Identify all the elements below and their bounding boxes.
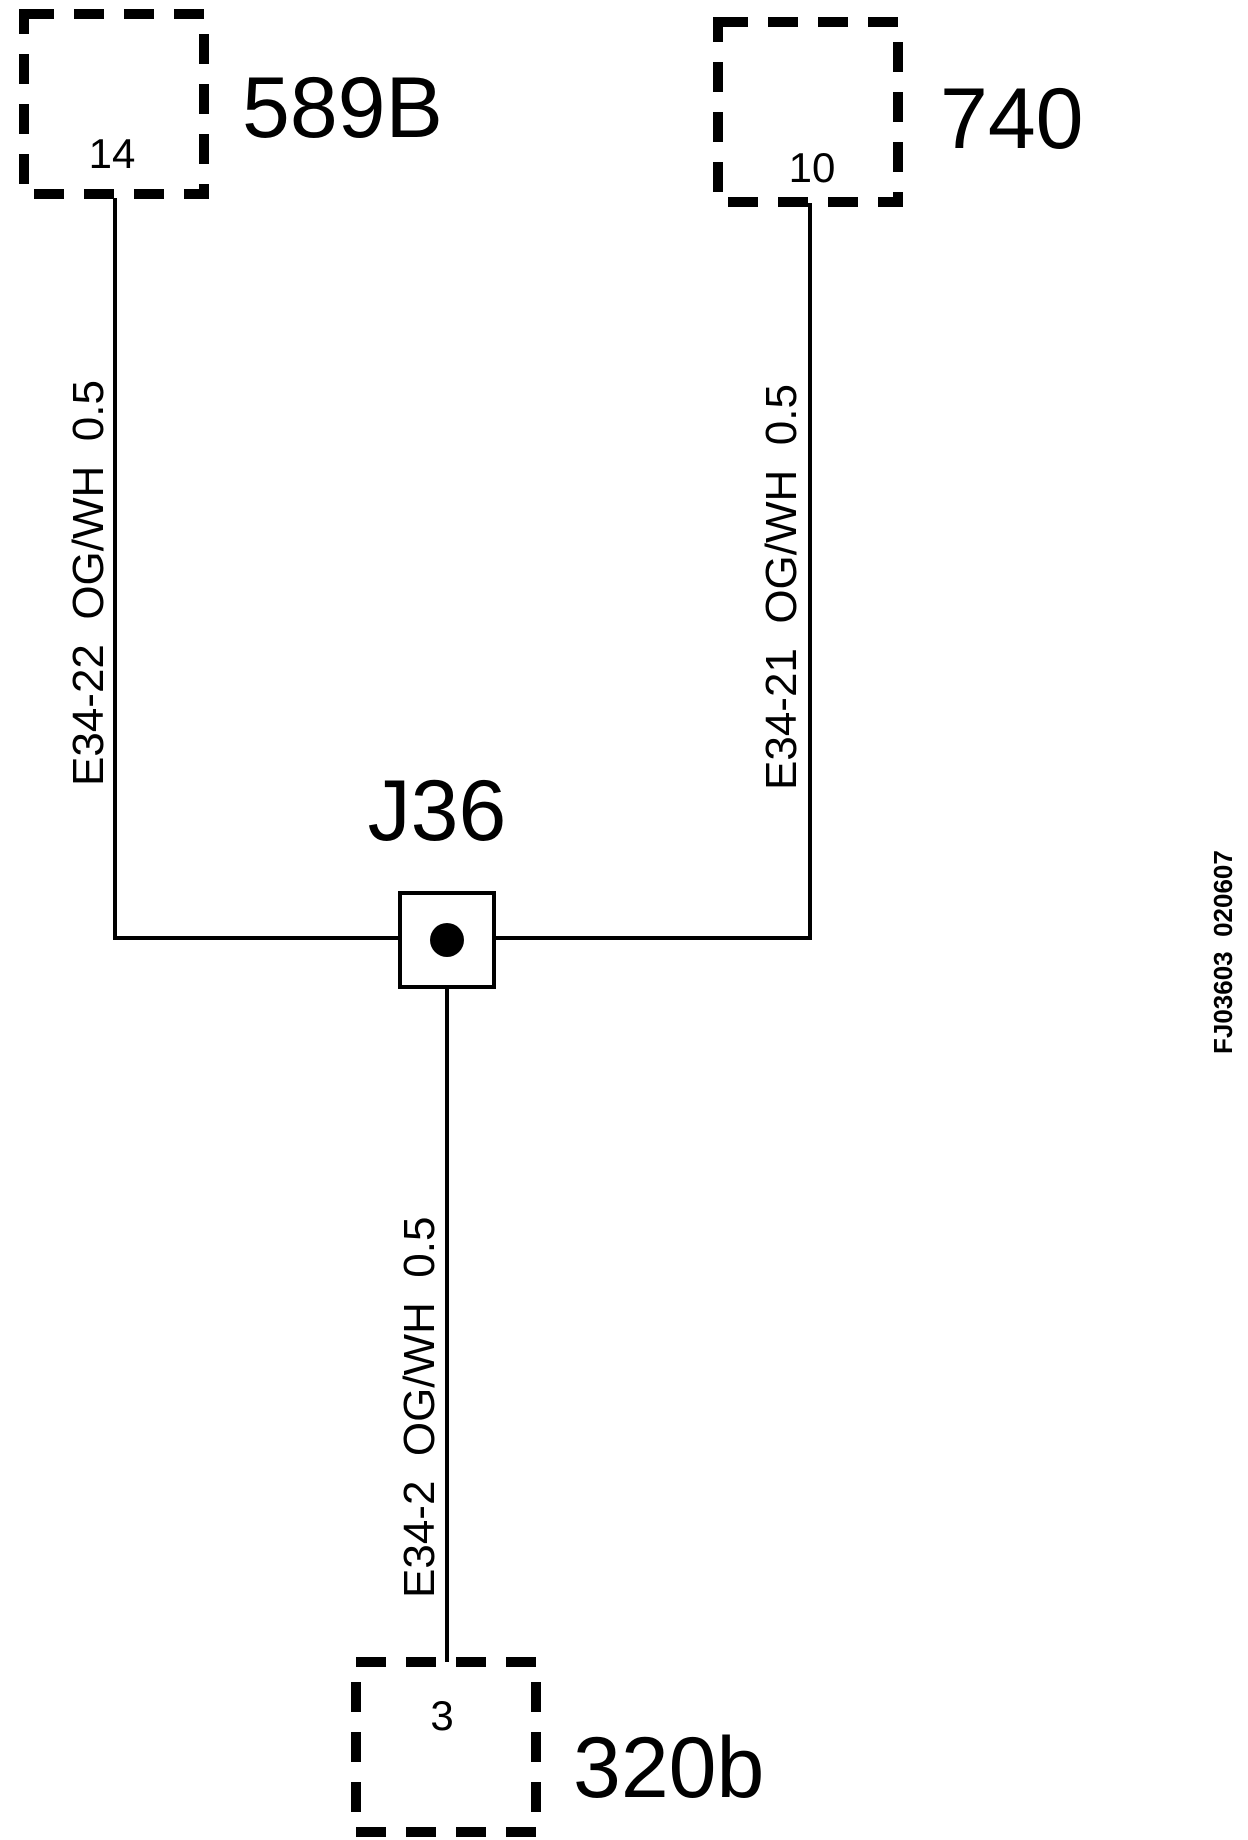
figure-reference: FJ03603 020607 (1208, 850, 1238, 1054)
connector-740-pin: 10 (789, 144, 836, 191)
connector-589b-pin: 14 (89, 130, 136, 177)
connector-740: 10 740 (713, 17, 1084, 207)
connector-320b: 3 320b (351, 1657, 764, 1837)
wire-label-left: E34-22 OG/WH 0.5 (64, 380, 113, 786)
connector-320b-label: 320b (573, 1720, 764, 1816)
connector-740-label: 740 (940, 71, 1084, 167)
connector-320b-outline (351, 1657, 541, 1837)
wire-label-right: E34-21 OG/WH 0.5 (757, 384, 806, 790)
wire-label-bottom: E34-2 OG/WH 0.5 (395, 1217, 444, 1598)
splice-j36-label: J36 (368, 763, 507, 859)
connector-740-outline (713, 17, 903, 207)
splice-j36: J36 (368, 763, 507, 989)
splice-j36-dot (430, 923, 464, 957)
connector-320b-pin: 3 (430, 1692, 453, 1739)
connector-589b: 14 589B (19, 9, 443, 199)
splice-j36-box (398, 891, 496, 989)
connector-589b-label: 589B (242, 60, 443, 156)
connector-589b-outline (19, 9, 209, 199)
